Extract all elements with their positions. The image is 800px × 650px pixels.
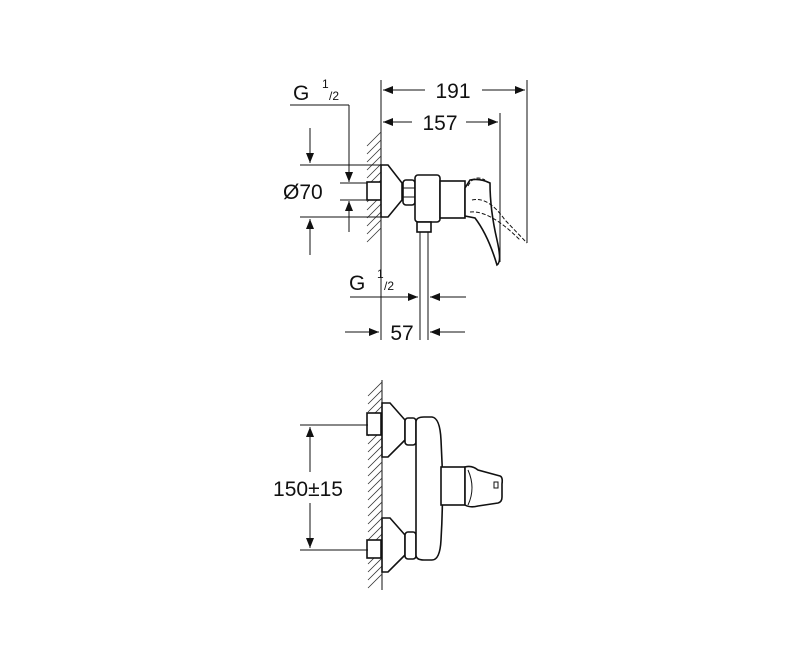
cartridge-housing bbox=[440, 466, 466, 506]
hatch-line bbox=[366, 155, 382, 171]
handle-contour bbox=[467, 469, 473, 506]
dimension-inlet-thread: G 1 /2 bbox=[290, 77, 367, 232]
hatch-line bbox=[366, 219, 382, 235]
inlet-nut-lower bbox=[366, 539, 382, 559]
hatch-line bbox=[367, 437, 383, 453]
dimension-157: 157 bbox=[383, 112, 501, 262]
dimension-label: Ø70 bbox=[283, 181, 323, 204]
hatch-line bbox=[367, 453, 383, 469]
hatch-line bbox=[367, 445, 383, 461]
inlet-nut-upper bbox=[366, 412, 382, 436]
dimension-outlet-thread: G 1 /2 bbox=[349, 267, 466, 301]
hatch-line bbox=[367, 525, 383, 541]
hatch-line bbox=[367, 501, 383, 517]
hatch-line bbox=[366, 131, 382, 147]
thread-numerator: 1 bbox=[322, 77, 329, 91]
hex-nut bbox=[402, 179, 416, 206]
inlet-nut bbox=[366, 181, 382, 201]
hatch-line bbox=[367, 493, 383, 509]
lever-handle bbox=[464, 178, 501, 267]
hatch-line bbox=[366, 203, 382, 219]
dimension-191: 191 bbox=[383, 80, 528, 243]
hatch-line bbox=[366, 211, 382, 227]
hex-nut-lower bbox=[404, 531, 417, 560]
dimension-diameter-70: Ø70 bbox=[283, 128, 381, 255]
escutcheon bbox=[380, 164, 403, 218]
escutcheon-upper bbox=[381, 402, 406, 458]
dimension-57: 57 bbox=[345, 250, 465, 345]
hatch-line bbox=[367, 381, 383, 397]
dimension-label: 150±15 bbox=[273, 478, 343, 501]
hatch-line bbox=[366, 147, 382, 163]
hatch-line bbox=[367, 469, 383, 485]
hatch-line bbox=[367, 565, 383, 581]
hatch-line bbox=[367, 389, 383, 405]
hatch-line bbox=[367, 509, 383, 525]
hatch-line bbox=[366, 139, 382, 155]
dimension-label: 157 bbox=[422, 112, 457, 135]
outlet-nut bbox=[416, 221, 432, 233]
hatch-line bbox=[366, 163, 382, 179]
lever-alternate-position bbox=[467, 177, 528, 244]
hatch-line bbox=[367, 557, 383, 573]
hatch-line bbox=[366, 227, 382, 243]
thread-denominator: /2 bbox=[329, 89, 339, 103]
side-view: 191 157 G 1 /2 Ø70 bbox=[283, 77, 528, 345]
mixer-body bbox=[415, 416, 444, 561]
dimension-150: 150±15 bbox=[273, 424, 368, 551]
hatch-line bbox=[367, 517, 383, 533]
lever-handle bbox=[464, 465, 504, 508]
cartridge-housing bbox=[439, 180, 466, 219]
dimension-label: 191 bbox=[435, 80, 470, 103]
handle-indicator bbox=[493, 481, 499, 489]
hatch-line bbox=[367, 485, 383, 501]
escutcheon-lower bbox=[381, 517, 406, 573]
hatch-line bbox=[367, 461, 383, 477]
thread-denominator: /2 bbox=[384, 279, 394, 293]
hex-nut-upper bbox=[404, 417, 417, 446]
hatch-line bbox=[367, 573, 383, 589]
dimension-label: 57 bbox=[390, 322, 413, 345]
thread-label: G bbox=[349, 272, 365, 295]
hatch-line bbox=[367, 477, 383, 493]
hatch-line bbox=[367, 397, 383, 413]
mixer-body bbox=[414, 174, 441, 223]
wall-hatch bbox=[366, 131, 382, 243]
front-view: 150±15 bbox=[273, 380, 504, 590]
thread-label: G bbox=[293, 82, 309, 105]
